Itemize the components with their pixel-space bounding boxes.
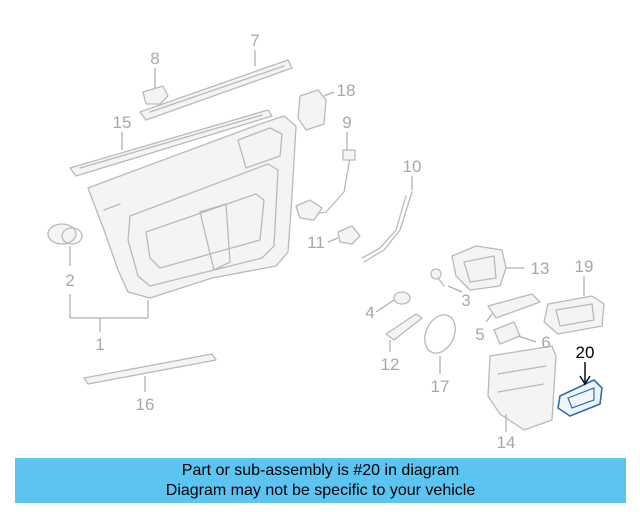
callout-18: 18 xyxy=(337,81,356,100)
callout-13: 13 xyxy=(531,259,550,278)
part-11-clip xyxy=(337,225,361,245)
part-8-clip xyxy=(142,85,169,105)
callout-11: 11 xyxy=(307,233,325,252)
part-6-insert xyxy=(493,321,521,345)
callout-7: 7 xyxy=(250,31,259,50)
callout-19: 19 xyxy=(575,257,594,276)
callout-9: 9 xyxy=(342,113,351,132)
callout-12: 12 xyxy=(381,355,400,374)
part-7-trim-strip xyxy=(139,59,293,121)
part-14-lower-panel xyxy=(487,345,557,431)
callout-8: 8 xyxy=(150,49,159,68)
callout-2: 2 xyxy=(65,271,74,290)
part-20-highlighted xyxy=(557,379,603,417)
part-3-screw xyxy=(430,268,445,287)
callout-10: 10 xyxy=(403,157,422,176)
callout-16: 16 xyxy=(136,395,155,414)
part-2-speaker xyxy=(47,223,83,245)
callout-14: 14 xyxy=(497,433,516,452)
callout-15: 15 xyxy=(113,113,132,132)
callout-6: 6 xyxy=(541,333,550,352)
part-12-cover xyxy=(385,313,423,341)
banner-line-disclaimer: Diagram may not be specific to your vehi… xyxy=(165,481,476,499)
part-19-handle xyxy=(543,295,605,335)
callout-1: 1 xyxy=(95,335,104,354)
part-10-rod xyxy=(361,191,413,263)
callout-17: 17 xyxy=(431,377,450,396)
part-5-bezel xyxy=(487,293,541,319)
part-13-handle-housing xyxy=(451,245,507,291)
part-15-belt-molding xyxy=(69,109,273,177)
info-banner: Part or sub-assembly is #20 in diagram D… xyxy=(15,458,626,503)
callout-4: 4 xyxy=(365,303,374,322)
callout-20-highlighted: 20 xyxy=(576,343,595,362)
part-17-disc xyxy=(424,314,456,354)
leader-lines xyxy=(69,50,591,432)
part-18-bracket xyxy=(297,89,327,131)
banner-line-part-number: Part or sub-assembly is #20 in diagram xyxy=(181,461,460,479)
part-16-strip xyxy=(83,353,217,385)
door-trim-panel xyxy=(87,115,297,299)
callout-3: 3 xyxy=(461,291,470,310)
part-4-grommet xyxy=(393,291,411,305)
part-9-rod xyxy=(295,149,356,221)
callout-5: 5 xyxy=(475,325,484,344)
